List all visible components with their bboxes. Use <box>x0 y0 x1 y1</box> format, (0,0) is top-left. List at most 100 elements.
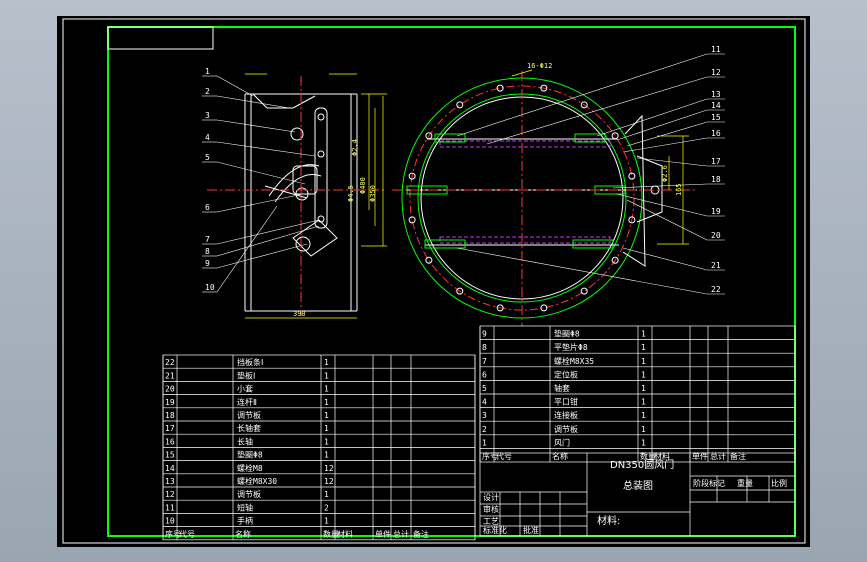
callout-12: 12 <box>711 68 721 77</box>
flange-bolt-holes <box>408 84 636 312</box>
title-label-design: 设计 <box>483 492 499 502</box>
bom-left-row-qty: 1 <box>324 517 329 526</box>
callout-21: 21 <box>711 261 721 270</box>
bom-right-row-name: 平垫片Φ8 <box>554 342 588 352</box>
bolt-hole <box>611 132 619 140</box>
bom-left-row-name: 挡板条Ⅰ <box>237 357 263 367</box>
bom-left-row-qty: 12 <box>324 477 334 486</box>
bom-right-header-0: 序号 <box>482 451 498 461</box>
bom-right-row-qty: 1 <box>641 343 646 352</box>
bolt-hole <box>540 84 548 92</box>
callout-22: 22 <box>711 285 721 294</box>
callout-11: 11 <box>711 45 721 54</box>
bom-right-row-no: 8 <box>482 343 487 352</box>
bom-left-row-qty: 1 <box>324 371 329 380</box>
bom-left-row-no: 18 <box>165 411 175 420</box>
bom-right-header-2: 名称 <box>552 451 568 461</box>
callout-16: 16 <box>711 129 721 138</box>
bolt-hole <box>628 172 636 180</box>
bolt-hole <box>496 84 504 92</box>
bom-left-row-qty: 1 <box>324 358 329 367</box>
bom-right-row-qty: 1 <box>641 384 646 393</box>
bom-left-row-qty: 2 <box>324 503 329 512</box>
stage-label-mark: 阶段标记 <box>693 478 725 488</box>
drawing-title: DN350圆风门 <box>610 458 674 471</box>
callout-19: 19 <box>711 207 721 216</box>
callout-left-4: 4 <box>205 133 210 142</box>
bom-left-row-qty: 1 <box>324 437 329 446</box>
bom-left-row-name: 螺栓M8 <box>237 463 263 473</box>
dim-v3: Φ350 <box>369 185 377 202</box>
dim-bottom-width: 390 <box>293 310 306 318</box>
dim-v4: Φ4.5 <box>347 185 355 202</box>
callout-17: 17 <box>711 157 721 166</box>
side-view-dimensions <box>245 73 387 319</box>
dim-r2: 165 <box>675 183 683 196</box>
bom-left-row-qty: 1 <box>324 385 329 394</box>
callout-18: 18 <box>711 175 721 184</box>
bom-left-row-no: 15 <box>165 451 175 460</box>
callout-left-3: 3 <box>205 111 210 120</box>
bom-right-row-qty: 1 <box>641 411 646 420</box>
bolt-hole <box>425 256 433 264</box>
callout-left-7: 7 <box>205 235 210 244</box>
dim-r1: Φ2.6 <box>661 165 669 182</box>
material-label: 材料: <box>597 514 620 527</box>
bom-right-row-no: 3 <box>482 411 487 420</box>
bom-left-row-qty: 1 <box>324 424 329 433</box>
callout-left-2: 2 <box>205 87 210 96</box>
drawing-canvas[interactable]: 390 Φ2.4 Φ400 Φ350 Φ4.5 <box>57 16 810 547</box>
bom-right-row-name: 连接板 <box>554 410 578 420</box>
bom-left-header-7: 备注 <box>413 529 429 539</box>
bolt-hole <box>456 287 464 295</box>
bom-right-header-3: 数量 <box>640 451 656 461</box>
bom-left-row-no: 13 <box>165 477 175 486</box>
side-view <box>244 93 358 312</box>
bom-right-row-qty: 1 <box>641 330 646 339</box>
bom-right-row-qty: 1 <box>641 370 646 379</box>
bom-left-row-name: 调节板 <box>237 489 261 499</box>
bom-left-row-qty: 1 <box>324 451 329 460</box>
bom-right-row-qty: 1 <box>641 438 646 447</box>
dim-bolt-holes: 16-Φ12 <box>527 62 552 70</box>
callout-14: 14 <box>711 101 721 110</box>
title-label-approve: 批准 <box>523 525 539 535</box>
title-label-process: 工艺 <box>483 517 499 526</box>
callout-left-8: 8 <box>205 247 210 256</box>
bolt-hole <box>408 172 416 180</box>
bom-left-row-name: 垫圈Φ8 <box>237 450 263 460</box>
bom-left-row-qty: 1 <box>324 398 329 407</box>
bom-right-row-no: 1 <box>482 438 487 447</box>
dim-v2: Φ400 <box>359 177 367 194</box>
bolt-hole <box>496 304 504 312</box>
bom-left-row-qty: 12 <box>324 464 334 473</box>
stage-label-scale: 比例 <box>771 478 787 488</box>
dim-v1: Φ2.4 <box>351 139 359 156</box>
bom-left-header-6: 总计 <box>393 529 409 539</box>
bom-left-row-name: 连杆Ⅱ <box>237 397 257 407</box>
bom-right-row-qty: 1 <box>641 425 646 434</box>
bom-left-header-3: 数量 <box>323 529 339 539</box>
bom-right-row-no: 2 <box>482 425 487 434</box>
bom-right-row-name: 定位板 <box>554 369 578 379</box>
bom-left-header-2: 名称 <box>235 529 251 539</box>
drawing-viewport[interactable]: 390 Φ2.4 Φ400 Φ350 Φ4.5 <box>57 16 810 547</box>
bom-left-row-no: 16 <box>165 437 175 446</box>
callout-left-5: 5 <box>205 153 210 162</box>
bom-left-row-no: 14 <box>165 464 175 473</box>
callout-left-10: 10 <box>205 283 215 292</box>
bom-right-row-qty: 1 <box>641 357 646 366</box>
right-callout-leaders <box>456 53 725 295</box>
corner-tag-box <box>107 26 214 50</box>
bom-right-header-6: 总计 <box>710 451 726 461</box>
bom-left-row-name: 短轴 <box>237 502 253 512</box>
bom-left-row-no: 17 <box>165 424 175 433</box>
bom-left-row-no: 11 <box>165 503 175 512</box>
bom-right-row-name: 平口钳 <box>554 397 578 407</box>
stage-label-weight: 重量 <box>737 478 753 488</box>
bom-right-row-name: 螺栓M8X35 <box>554 356 594 366</box>
bom-left-row-name: 调节板 <box>237 410 261 420</box>
